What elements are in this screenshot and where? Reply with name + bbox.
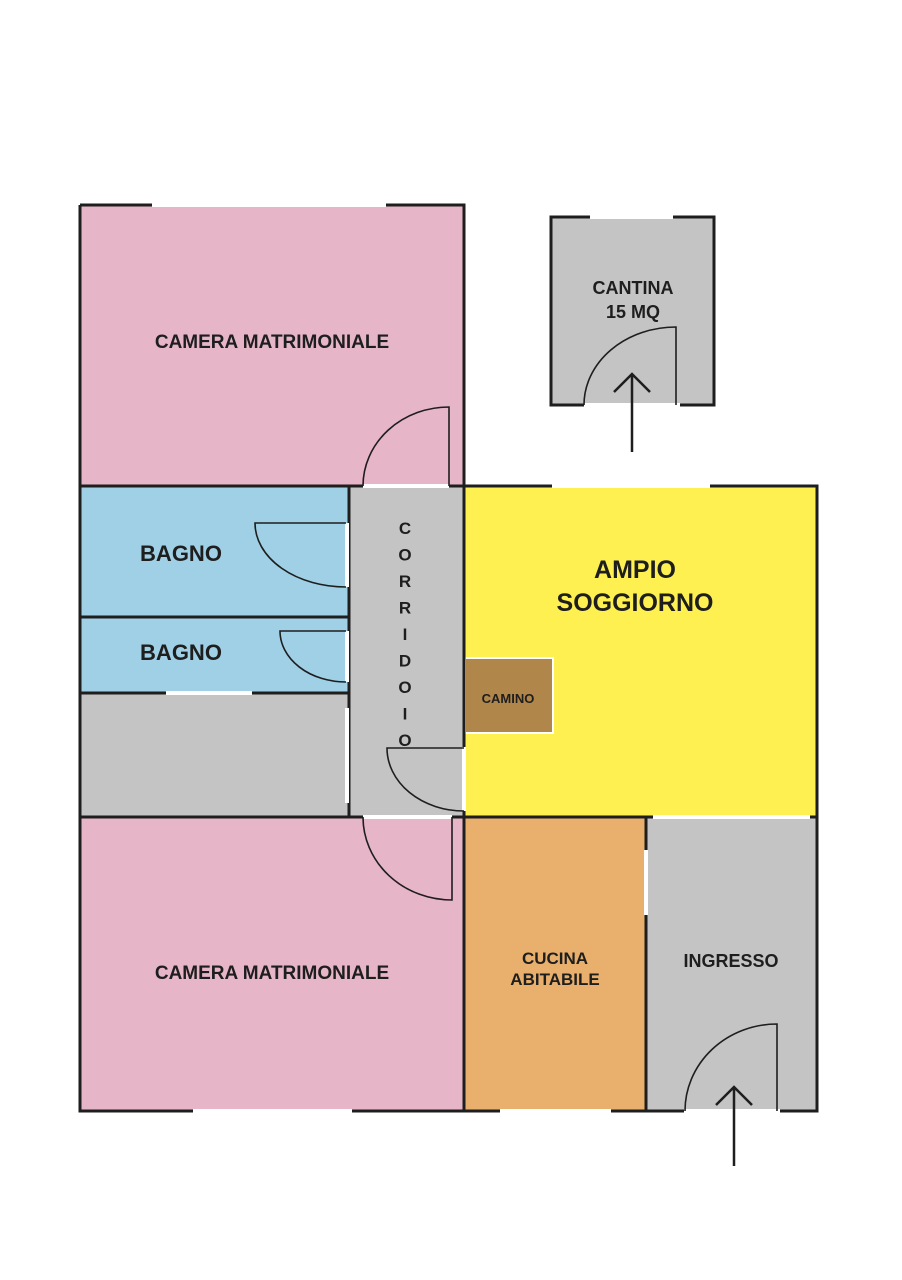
room-bagno-1	[80, 486, 349, 617]
room-soggiorno	[464, 486, 817, 817]
label-camera-bottom: CAMERA MATRIMONIALE	[155, 963, 389, 984]
label-soggiorno-line2: SOGGIORNO	[557, 589, 714, 617]
label-soggiorno-line1: AMPIO	[594, 556, 676, 584]
label-bagno-2: BAGNO	[140, 640, 222, 665]
label-cucina-line1: CUCINA	[522, 949, 588, 968]
label-bagno-1: BAGNO	[140, 541, 222, 566]
label-camino: CAMINO	[482, 691, 535, 706]
room-bagno-2	[80, 617, 349, 693]
room-camera-bottom	[80, 817, 464, 1111]
fireplace	[464, 657, 554, 734]
entrance-arrow-cantina	[613, 372, 651, 452]
label-cantina-line2: 15 MQ	[606, 302, 660, 322]
label-ingresso: INGRESSO	[683, 951, 778, 971]
door-swings	[254, 326, 778, 1112]
label-cantina-line1: CANTINA	[593, 278, 674, 298]
room-ingresso	[646, 817, 817, 1111]
room-cucina	[464, 817, 646, 1111]
room-storage	[80, 693, 349, 817]
room-corridoio	[349, 486, 464, 817]
walls	[78, 203, 819, 1113]
room-camera-top	[80, 205, 464, 486]
entrance-arrow-ingresso	[715, 1085, 753, 1166]
label-camera-top: CAMERA MATRIMONIALE	[155, 332, 389, 353]
label-cucina-line2: ABITABILE	[510, 970, 599, 989]
